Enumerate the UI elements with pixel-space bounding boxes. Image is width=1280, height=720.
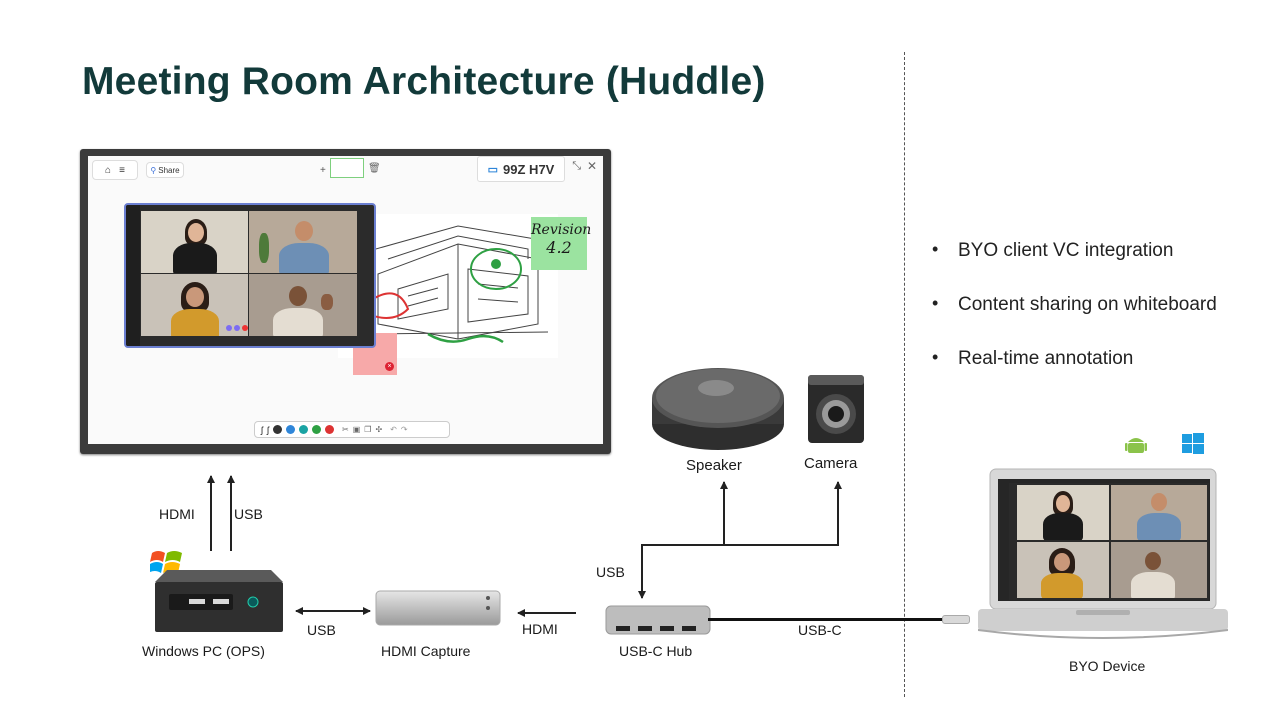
share-label: Share	[158, 165, 180, 175]
hdmi-up-arrow	[207, 475, 214, 551]
vc-window[interactable]	[124, 203, 376, 348]
highlighter-icon[interactable]: ʃ	[267, 424, 269, 435]
whiteboard-screen: ⌂ ≡ ⚲ Share + 🗑 ▭ 99Z H7V ⤡ ✕	[88, 156, 603, 444]
page-thumbnail[interactable]	[330, 158, 364, 178]
usbc-label: USB-C	[798, 622, 842, 638]
add-page-icon[interactable]: +	[320, 165, 326, 176]
speaker-device	[652, 368, 784, 450]
close-icon[interactable]: ✕	[586, 159, 597, 173]
camera-label: Camera	[804, 455, 858, 472]
cast-icon: ▭	[487, 163, 499, 176]
color-green-swatch[interactable]	[312, 425, 321, 434]
color-blue-swatch[interactable]	[286, 425, 295, 434]
sticky-note-green[interactable]: Revision 4.2	[531, 217, 592, 270]
color-red-swatch[interactable]	[325, 425, 334, 434]
close-circle-icon[interactable]: ×	[385, 362, 394, 371]
drawing-toolbar: ʃ ʃ ✂ ▣ ❐ ✣ ↶ ↷	[254, 421, 450, 438]
share-icon: ⚲	[150, 165, 157, 175]
usb-bidirectional-arrow	[295, 607, 371, 614]
usb-up-arrow	[227, 475, 234, 551]
copy-icon[interactable]: ❐	[364, 425, 372, 434]
hdmi-capture-device	[375, 590, 501, 626]
note-text: 4.2	[546, 238, 572, 257]
color-black-swatch[interactable]	[273, 425, 282, 434]
usbc-hub-device	[605, 605, 711, 635]
usbc-cable	[708, 618, 944, 621]
hangup-icon[interactable]	[242, 325, 248, 331]
video-icon[interactable]	[226, 325, 232, 331]
usb-down-arrow	[638, 544, 645, 599]
color-teal-swatch[interactable]	[299, 425, 308, 434]
participant-tile	[1111, 542, 1207, 598]
windows-pc-device	[155, 570, 283, 632]
windows-icon	[1182, 433, 1204, 454]
participant-tile	[1017, 485, 1109, 540]
capture-label: HDMI Capture	[381, 643, 471, 659]
scissors-icon[interactable]: ✂	[342, 425, 349, 434]
hub-label: USB-C Hub	[619, 643, 693, 659]
minimize-icon[interactable]: ⤡	[572, 160, 581, 172]
feature-item: Content sharing on whiteboard	[930, 293, 1217, 348]
redo-icon[interactable]: ↷	[400, 425, 408, 434]
section-divider	[904, 52, 905, 697]
pc-label: Windows PC (OPS)	[142, 643, 265, 659]
participant-tile	[1111, 485, 1207, 540]
home-menu-group: ⌂ ≡	[92, 160, 138, 180]
home-icon[interactable]: ⌂	[105, 164, 112, 176]
share-button[interactable]: ⚲ Share	[146, 162, 184, 178]
shapes-icon[interactable]: ✣	[375, 425, 383, 434]
hdmi-capture-hub-label: HDMI	[522, 621, 558, 637]
feature-list: BYO client VC integration Content sharin…	[930, 239, 1217, 402]
vc-controls	[226, 325, 266, 333]
usb-up-label: USB	[234, 506, 263, 522]
usb-pc-capture-label: USB	[307, 622, 336, 638]
speaker-label: Speaker	[686, 457, 742, 474]
participant-tile	[249, 211, 357, 273]
trash-icon[interactable]: 🗑	[368, 163, 381, 174]
display-monitor: ⌂ ≡ ⚲ Share + 🗑 ▭ 99Z H7V ⤡ ✕	[80, 149, 611, 454]
participant-tile	[141, 211, 248, 273]
camera-device	[808, 375, 864, 443]
image-icon[interactable]: ▣	[352, 425, 361, 434]
note-text: Revision	[531, 222, 592, 238]
laptop-vc-screen	[1009, 483, 1209, 600]
vc-sidebar	[126, 205, 140, 346]
participant-tile	[249, 274, 357, 336]
undo-icon[interactable]: ↶	[390, 425, 397, 434]
mic-icon[interactable]	[234, 325, 240, 331]
participant-tile	[1017, 542, 1109, 598]
hdmi-up-label: HDMI	[159, 506, 195, 522]
pen-icon[interactable]: ʃ	[261, 424, 263, 435]
android-icon	[1125, 438, 1147, 453]
feature-item: Real-time annotation	[930, 347, 1217, 402]
room-code-badge: ▭ 99Z H7V	[477, 156, 565, 182]
speaker-up-arrow	[720, 481, 727, 545]
hdmi-arrow	[517, 609, 576, 616]
feature-item: BYO client VC integration	[930, 239, 1217, 294]
menu-icon[interactable]: ≡	[119, 164, 125, 176]
byo-label: BYO Device	[1069, 658, 1146, 674]
usb-bus-line	[641, 544, 839, 546]
camera-up-arrow	[834, 481, 841, 545]
room-code: 99Z H7V	[503, 161, 555, 177]
usb-hub-label: USB	[596, 564, 625, 580]
usbc-plug	[942, 615, 970, 624]
page-title: Meeting Room Architecture (Huddle)	[82, 60, 766, 103]
